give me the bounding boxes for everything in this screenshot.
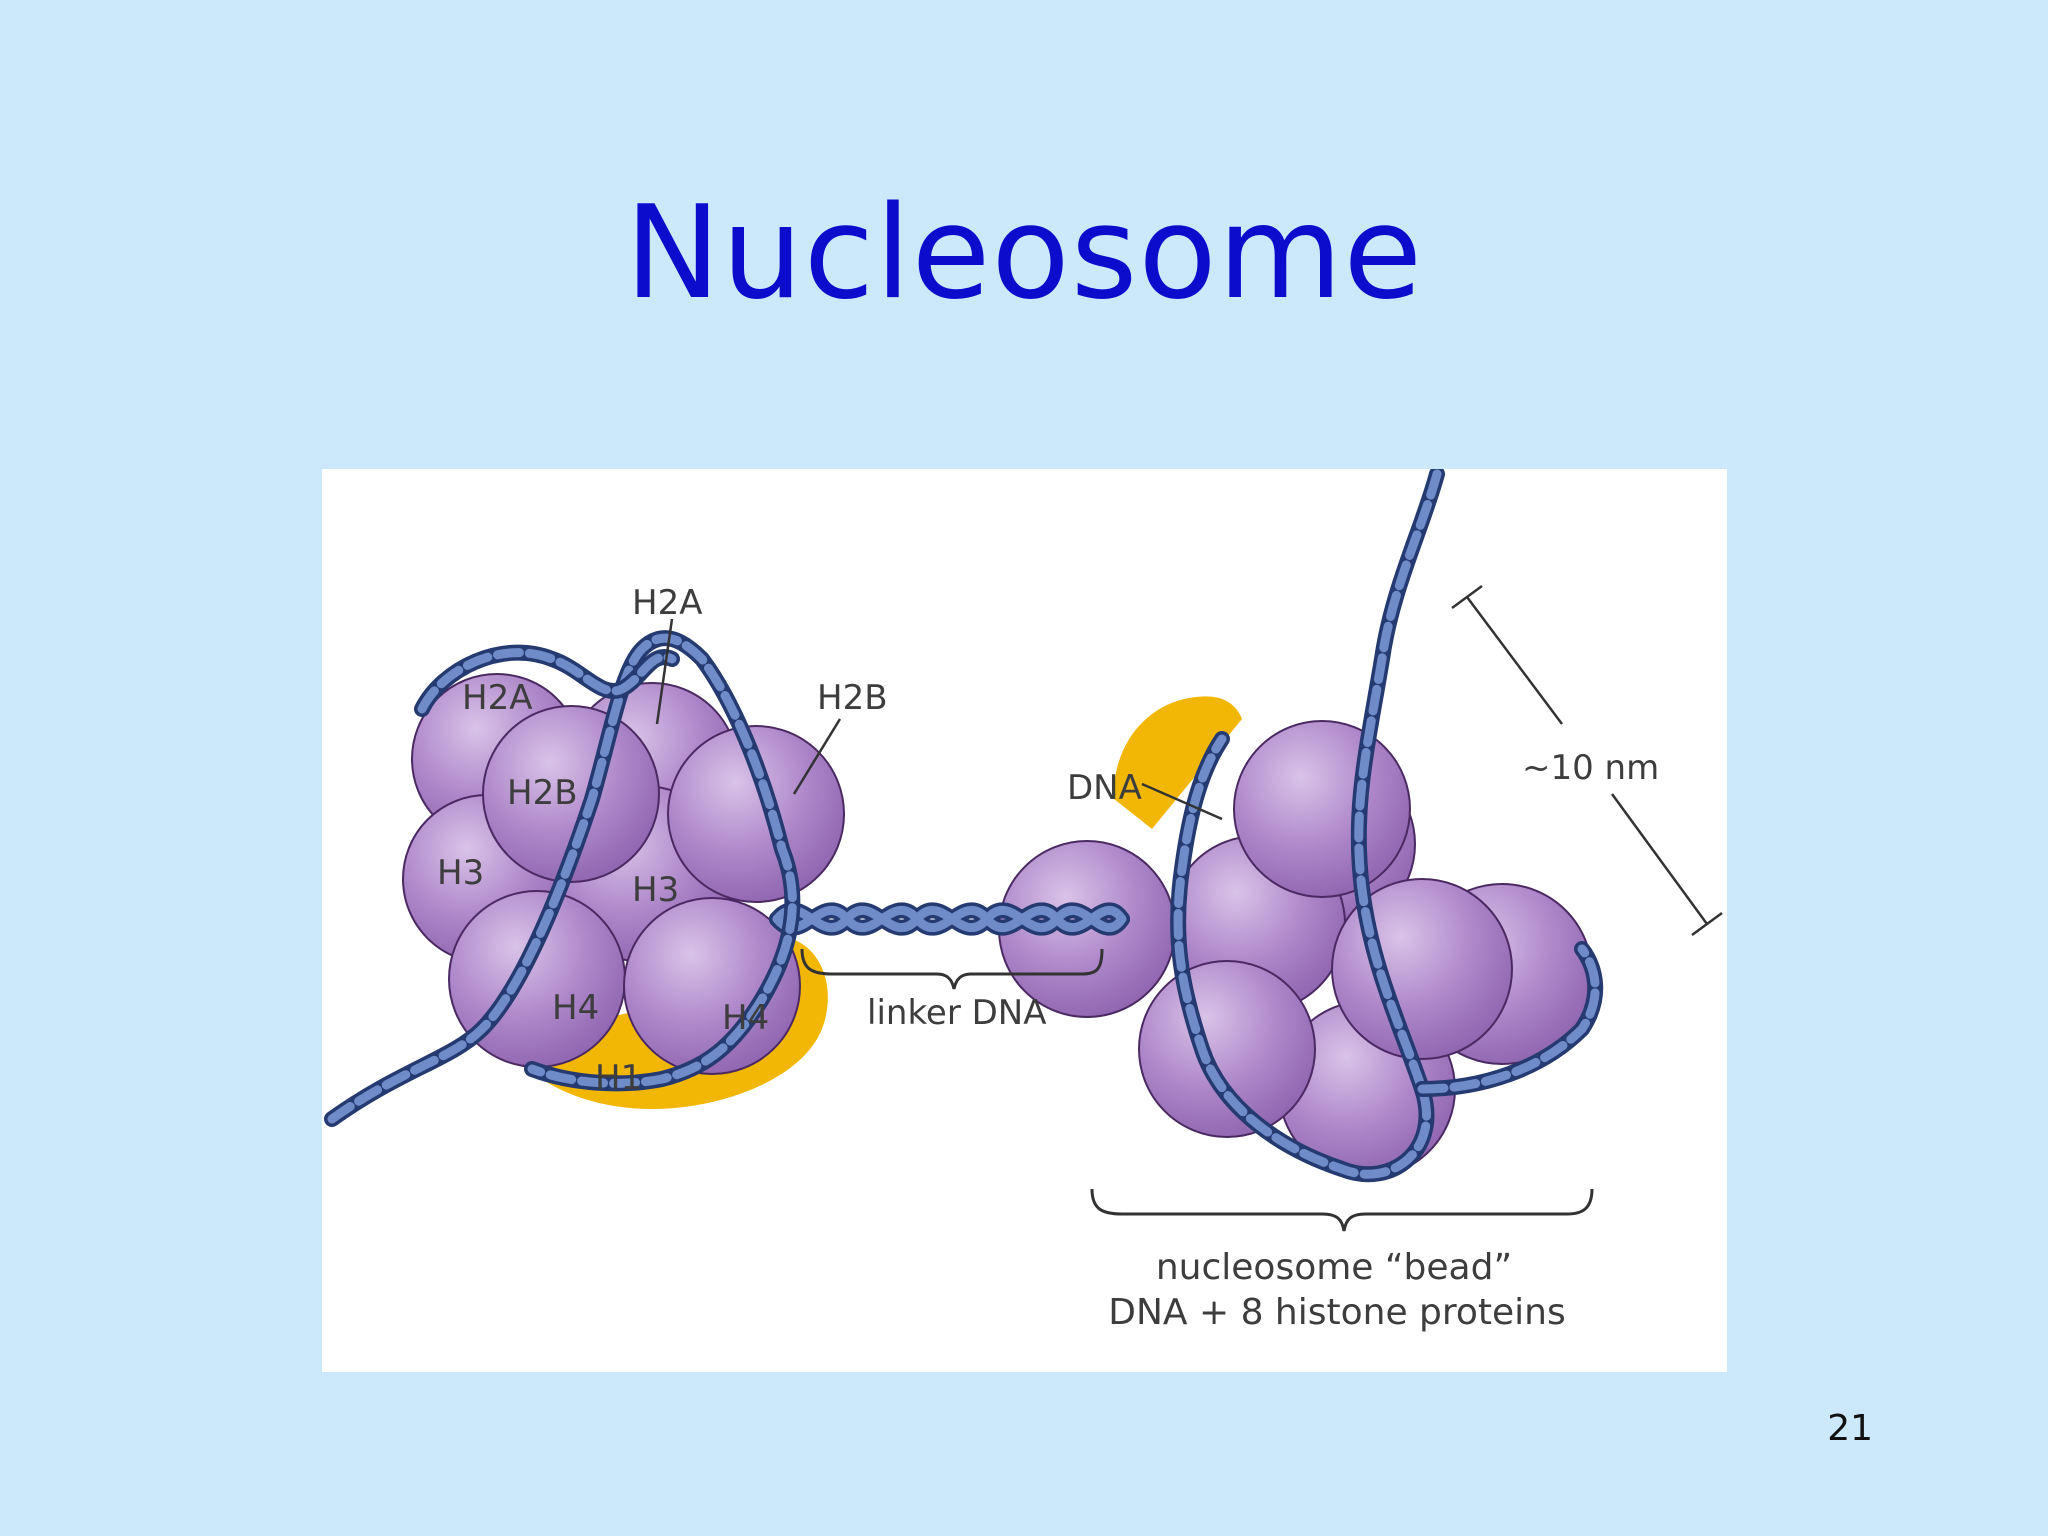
- linker-brace: [800, 948, 1104, 990]
- nucleosome-figure: H2A H2A H2B H2B H3 H3 H4 H4 H1 linker DN…: [322, 469, 1727, 1372]
- label-h2a-left: H2A: [462, 678, 532, 718]
- nucleosome-diagram: H2A H2A H2B H2B H3 H3 H4 H4 H1 linker DN…: [324, 469, 1723, 1333]
- label-bead-line1: nucleosome “bead”: [1156, 1247, 1512, 1288]
- label-h2b-left: H2B: [507, 773, 578, 813]
- label-h3-center: H3: [632, 870, 679, 910]
- leader-lines: [655, 584, 1723, 937]
- label-bead-line2: DNA + 8 histone proteins: [1108, 1292, 1566, 1333]
- label-h4-left: H4: [552, 988, 599, 1028]
- bead-brace: [1090, 1188, 1594, 1232]
- label-size: ~10 nm: [1522, 748, 1659, 788]
- histone-h2b-left: [482, 705, 660, 883]
- label-h1: H1: [595, 1058, 642, 1098]
- label-linker-dna: linker DNA: [867, 993, 1047, 1033]
- label-h2b-right: H2B: [817, 678, 888, 718]
- label-h4-right: H4: [722, 998, 769, 1038]
- h1-protein-bead: [1113, 696, 1242, 829]
- label-h3-left: H3: [437, 853, 484, 893]
- histone-h4-right: [623, 897, 801, 1075]
- label-h2a-top: H2A: [632, 583, 702, 623]
- dna-helix: [324, 469, 1604, 1183]
- page-number: 21: [1827, 1408, 1873, 1449]
- bead-histone-6: [1331, 878, 1513, 1060]
- right-nucleosome: [998, 720, 1593, 1178]
- left-nucleosome: [402, 673, 845, 1075]
- histone-h2b-right: [667, 725, 845, 903]
- bead-histone-7: [1233, 720, 1411, 898]
- bead-histone-5: [1138, 960, 1316, 1138]
- slide-title: Nucleosome: [624, 179, 1424, 328]
- label-dna: DNA: [1067, 768, 1142, 808]
